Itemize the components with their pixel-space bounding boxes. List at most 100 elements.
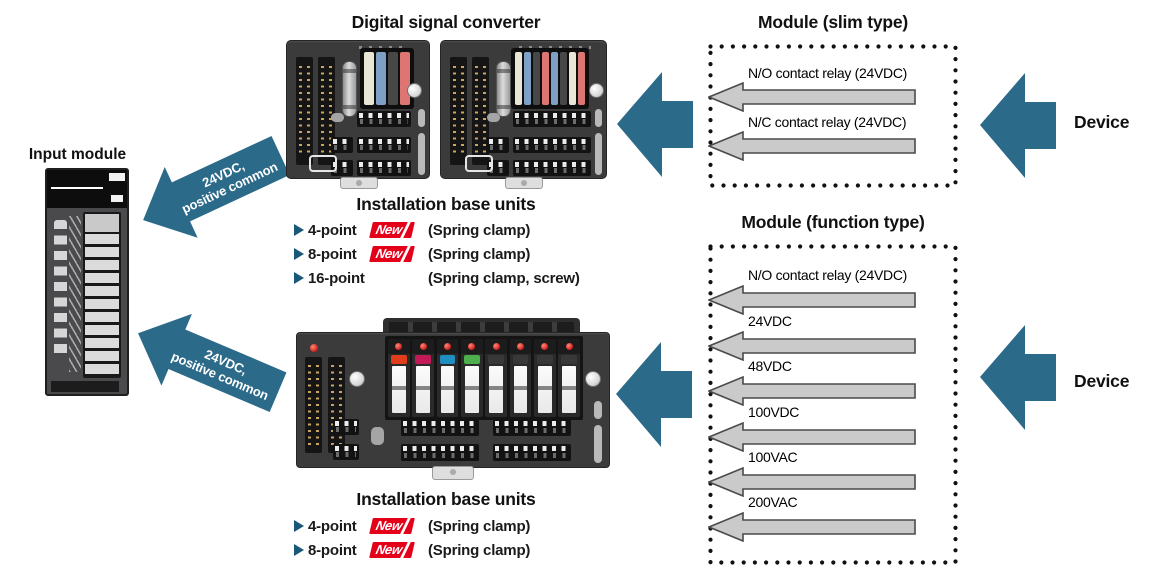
new-badge-text: New — [374, 222, 404, 237]
flow-arrow-device-to-slim — [980, 73, 1056, 178]
relay-color-band — [488, 355, 505, 364]
input-module-header — [47, 170, 127, 208]
terminal-header-cell — [85, 214, 119, 232]
color-tab — [388, 52, 398, 105]
color-tab — [551, 52, 558, 105]
screw-hole — [407, 83, 422, 98]
header-line — [51, 187, 103, 189]
supply-arrow-icon — [143, 135, 290, 238]
signal-arrow-icon — [708, 376, 916, 406]
terminal-block — [487, 137, 509, 153]
relay-slot — [388, 339, 410, 417]
relay-color-band — [439, 355, 456, 364]
terminal-block — [357, 137, 411, 153]
base-unit-item: 8-point New (Spring clamp) — [294, 538, 530, 562]
color-tab — [569, 52, 576, 105]
base-unit-item: 4-point New (Spring clamp) — [294, 514, 530, 538]
relay-color-band — [561, 355, 577, 364]
color-tab — [578, 52, 585, 105]
supply-arrow-icon — [138, 313, 287, 413]
signal-arrow-icon — [708, 512, 916, 542]
triangle-bullet-icon — [294, 224, 304, 236]
relay-slot — [533, 339, 556, 417]
flow-arrow-device-to-function — [980, 325, 1056, 430]
header-tab — [109, 173, 125, 181]
signal-label: 24VDC — [748, 313, 792, 329]
new-badge: New — [369, 222, 415, 238]
din-clip — [432, 466, 474, 480]
relay-body — [511, 366, 530, 413]
connector-strip — [318, 57, 335, 165]
flow-arrow-slim-to-converter — [617, 72, 693, 177]
base-unit-item: 16-point (Spring clamp, screw) — [294, 266, 580, 290]
cylinder-part — [496, 61, 511, 117]
base-units-top-title: Installation base units — [356, 194, 536, 214]
color-tab — [400, 52, 410, 105]
point-label: 4-point — [308, 517, 357, 535]
relay-slot — [460, 339, 483, 417]
terminal-block — [493, 419, 571, 436]
color-tab — [364, 52, 374, 105]
signal-label: 48VDC — [748, 358, 792, 374]
device-label-top: Device — [1074, 112, 1130, 132]
relay-body — [487, 366, 505, 413]
base-units-top-list: 4-point New (Spring clamp) 8-point New (… — [294, 218, 580, 290]
new-badge: New — [369, 246, 415, 262]
header-tab — [111, 195, 123, 202]
new-badge: New — [369, 518, 415, 534]
terminal-block — [333, 444, 359, 460]
terminal-block — [401, 419, 479, 436]
detail-label: (Spring clamp) — [428, 221, 531, 239]
gray-pill — [331, 113, 344, 122]
relay-led — [485, 339, 508, 354]
side-pill — [594, 401, 602, 419]
terminal-block — [513, 111, 591, 127]
relay-body — [414, 366, 432, 413]
function-base-module-illustration — [296, 318, 610, 480]
triangle-bullet-icon — [294, 272, 304, 284]
screw-hole — [349, 371, 365, 387]
button-column — [54, 220, 67, 358]
terminal-block — [357, 160, 411, 176]
gray-pill — [371, 427, 384, 445]
base-unit-item: 8-point New (Spring clamp) — [294, 242, 580, 266]
converter-title: Digital signal converter — [351, 12, 541, 32]
relay-color-band — [391, 355, 407, 364]
gray-pill — [487, 113, 500, 122]
triangle-bullet-icon — [294, 544, 304, 556]
supply-arrow-top: 24VDC, positive common — [127, 121, 298, 256]
relay-body — [462, 366, 481, 413]
point-label: 4-point — [308, 221, 357, 239]
signal-label: 100VAC — [748, 449, 798, 465]
power-led — [310, 344, 318, 352]
slim-module-box: N/O contact relay (24VDC) N/C contact re… — [708, 44, 958, 188]
wiring-pattern — [69, 216, 81, 372]
terminal-block — [401, 444, 479, 461]
relay-body — [560, 366, 578, 413]
signal-label: N/O contact relay (24VDC) — [748, 267, 907, 283]
detail-label: (Spring clamp, screw) — [428, 269, 580, 287]
relay-led — [460, 339, 483, 354]
connector-strip — [450, 57, 467, 165]
signal-arrow-icon — [708, 285, 916, 315]
converter-module-wide-illustration — [440, 40, 607, 189]
relay-slot — [509, 339, 532, 417]
signal-arrow-icon — [708, 82, 916, 112]
color-tab — [542, 52, 549, 105]
point-label: 8-point — [308, 245, 357, 263]
terminal-block — [333, 419, 359, 435]
detail-label: (Spring clamp) — [428, 517, 531, 535]
connector-strip — [296, 57, 313, 165]
relay-rack — [385, 336, 583, 420]
side-pill — [595, 133, 602, 175]
screw-hole — [589, 83, 604, 98]
detail-label: (Spring clamp) — [428, 245, 531, 263]
relay-led — [388, 339, 410, 354]
screw-hole — [585, 371, 601, 387]
signal-label: 100VDC — [748, 404, 800, 420]
color-tab — [515, 52, 522, 105]
relay-led — [533, 339, 556, 354]
signal-arrow-icon — [708, 467, 916, 497]
side-pill — [418, 109, 425, 127]
terminal-block — [493, 444, 571, 461]
